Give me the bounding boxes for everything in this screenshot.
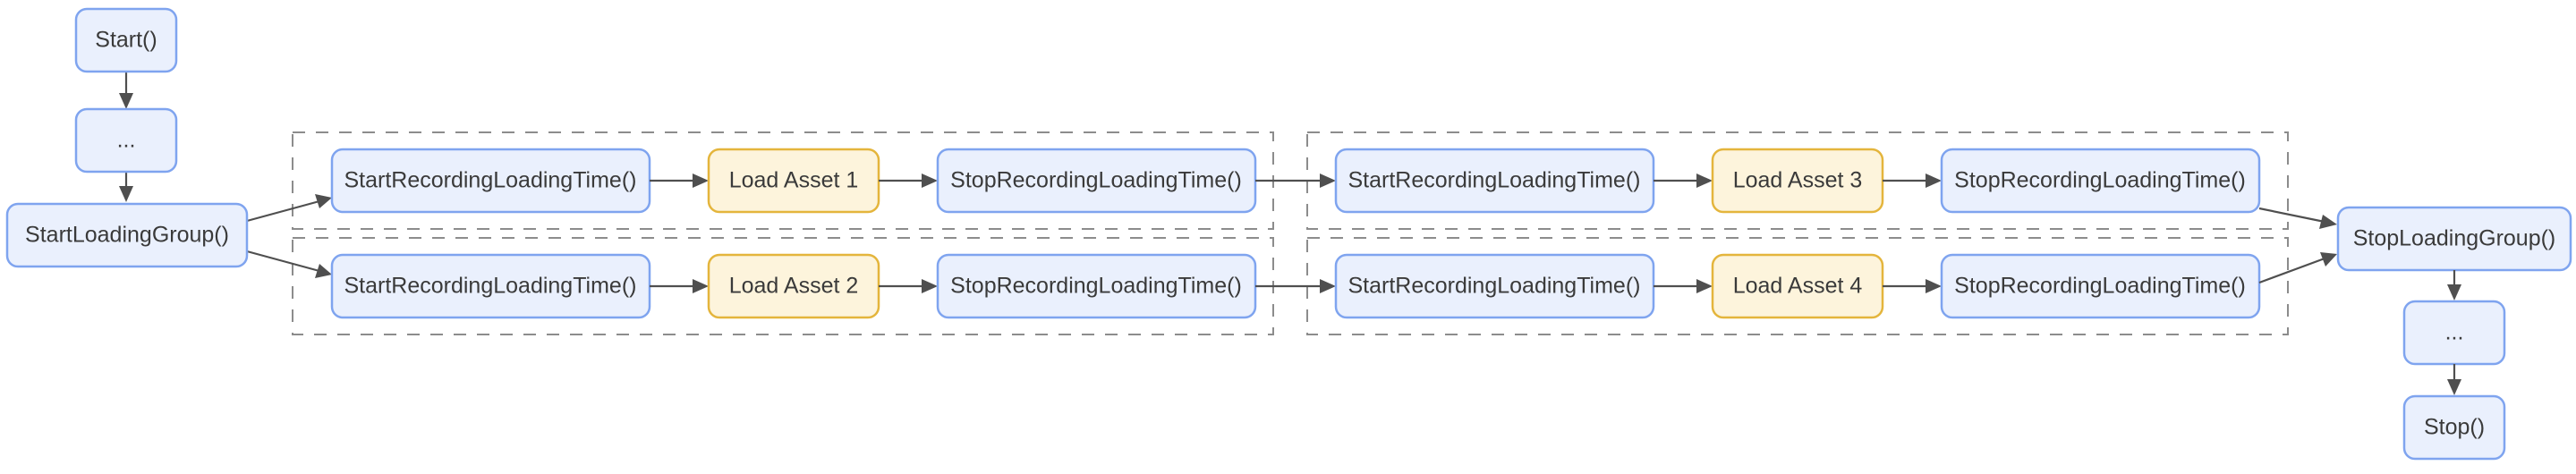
node-rect xyxy=(74,107,178,174)
node-g2r2-start-recording[interactable]: StartRecordingLoadingTime() xyxy=(1334,253,1655,319)
edge-g2r1-start-to-asset xyxy=(1654,174,1713,188)
node-label: StartRecordingLoadingTime() xyxy=(1348,168,1640,193)
node-label: ... xyxy=(117,128,136,153)
node-label: Stop() xyxy=(2424,415,2485,440)
edge-g1r2-to-g2r2 xyxy=(1255,279,1336,293)
node-label: StopRecordingLoadingTime() xyxy=(950,168,1242,193)
node-rect xyxy=(2402,394,2506,461)
edge-g1r2-asset-to-stop xyxy=(879,279,938,293)
edge-startloadinggroup-to-g1r1 xyxy=(246,194,332,223)
node-entry-ellipsis[interactable]: ... xyxy=(74,107,178,174)
node-label: StartRecordingLoadingTime() xyxy=(344,274,636,299)
edge-g2r2-to-stoploadinggroup xyxy=(2258,252,2337,284)
node-label: Load Asset 4 xyxy=(1733,274,1863,299)
edge-g2r2-asset-to-stop xyxy=(1883,279,1942,293)
node-label: Load Asset 1 xyxy=(729,168,859,193)
node-exit-ellipsis[interactable]: ... xyxy=(2402,300,2506,366)
node-label: StopRecordingLoadingTime() xyxy=(950,274,1242,299)
node-label: Start() xyxy=(95,28,157,53)
edge-g1r1-asset-to-stop xyxy=(879,174,938,188)
node-g1r2-start-recording[interactable]: StartRecordingLoadingTime() xyxy=(330,253,651,319)
node-label: StartRecordingLoadingTime() xyxy=(1348,274,1640,299)
node-label: Load Asset 3 xyxy=(1733,168,1863,193)
node-label: StopRecordingLoadingTime() xyxy=(1954,168,2246,193)
node-start[interactable]: Start() xyxy=(74,7,178,73)
node-label: ... xyxy=(2445,320,2464,345)
edge-g2r1-to-stoploadinggroup xyxy=(2258,207,2337,229)
edge-ellipsis-to-stop xyxy=(2447,364,2461,395)
node-g2r1-stop-recording[interactable]: StopRecordingLoadingTime() xyxy=(1940,148,2261,214)
node-start-loading-group[interactable]: StartLoadingGroup() xyxy=(5,202,249,268)
node-rect xyxy=(5,202,249,268)
node-g2r1-start-recording[interactable]: StartRecordingLoadingTime() xyxy=(1334,148,1655,214)
node-g1r2-stop-recording[interactable]: StopRecordingLoadingTime() xyxy=(936,253,1257,319)
node-g1r1-start-recording[interactable]: StartRecordingLoadingTime() xyxy=(330,148,651,214)
edge-startloadinggroup-to-g1r2 xyxy=(246,250,332,278)
node-g2r2-load-asset[interactable]: Load Asset 4 xyxy=(1711,253,1884,319)
node-stop-loading-group[interactable]: StopLoadingGroup() xyxy=(2336,206,2572,272)
edge-ellipsis-to-startloadinggroup xyxy=(119,170,133,202)
node-label: StartLoadingGroup() xyxy=(25,223,229,248)
node-label: Load Asset 2 xyxy=(729,274,859,299)
edge-g1r2-start-to-asset xyxy=(650,279,709,293)
node-label: StartRecordingLoadingTime() xyxy=(344,168,636,193)
node-rect xyxy=(1940,148,2261,214)
edge-g2r1-asset-to-stop xyxy=(1883,174,1942,188)
edge-g2r2-start-to-asset xyxy=(1654,279,1713,293)
edge-g1r1-to-g2r1 xyxy=(1255,174,1336,188)
edge-stoploadinggroup-to-ellipsis xyxy=(2447,270,2461,300)
edge-start-to-ellipsis xyxy=(119,72,133,109)
node-rect xyxy=(1940,253,2261,319)
node-label: StopLoadingGroup() xyxy=(2353,226,2556,251)
node-g1r1-stop-recording[interactable]: StopRecordingLoadingTime() xyxy=(936,148,1257,214)
edge-g1r1-start-to-asset xyxy=(650,174,709,188)
node-stop[interactable]: Stop() xyxy=(2402,394,2506,461)
node-label: StopRecordingLoadingTime() xyxy=(1954,274,2246,299)
node-rect xyxy=(74,7,178,73)
node-g1r1-load-asset[interactable]: Load Asset 1 xyxy=(707,148,880,214)
node-g1r2-load-asset[interactable]: Load Asset 2 xyxy=(707,253,880,319)
node-g2r1-load-asset[interactable]: Load Asset 3 xyxy=(1711,148,1884,214)
node-g2r2-stop-recording[interactable]: StopRecordingLoadingTime() xyxy=(1940,253,2261,319)
